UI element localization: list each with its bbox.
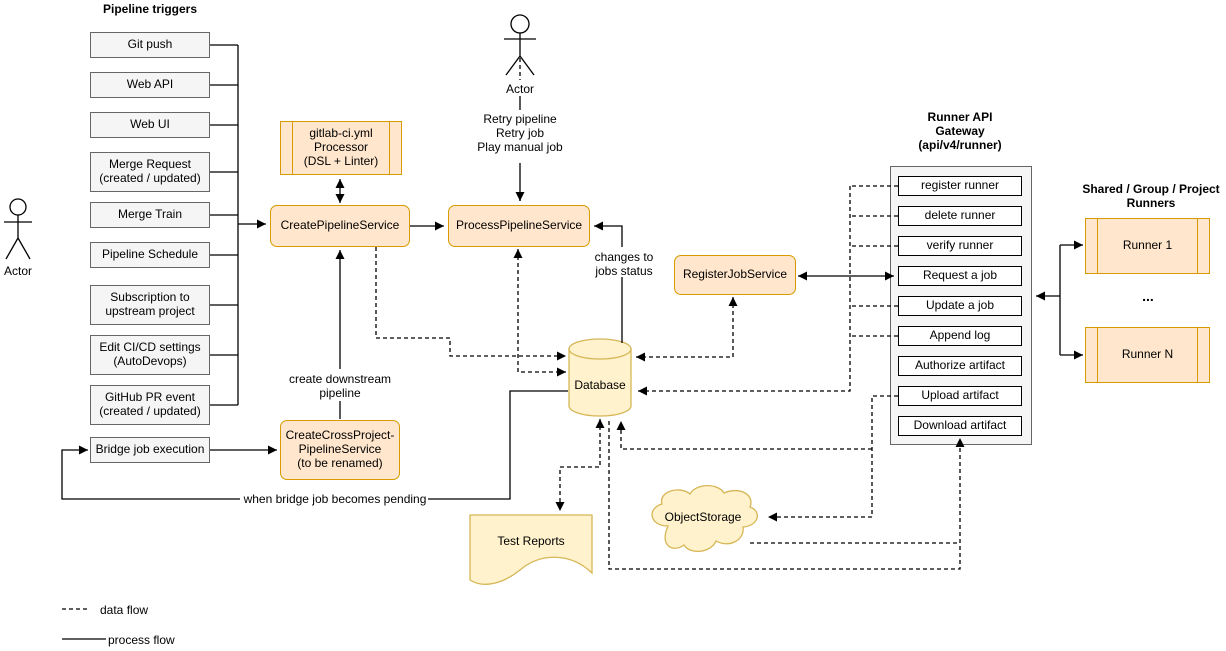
process-bar-right — [389, 122, 390, 174]
process-pipeline-service-box: ProcessPipelineService — [448, 205, 590, 247]
endpoint-delete-runner: delete runner — [898, 206, 1022, 226]
edge-label-create-downstream-pipeline: create downstream pipeline — [288, 372, 392, 401]
object-storage-label: ObjectStorage — [664, 510, 742, 524]
legend-process-flow-label: process flow — [108, 633, 175, 647]
create-pipeline-service-box: CreatePipelineService — [270, 205, 410, 247]
trigger-merge-train: Merge Train — [90, 202, 210, 228]
trigger-edit-cicd: Edit CI/CD settings (AutoDevops) — [90, 335, 210, 375]
runner-n-box: Runner N — [1085, 327, 1210, 383]
trigger-github-pr: GitHub PR event (created / updated) — [90, 385, 210, 425]
actor-left-icon — [4, 198, 32, 260]
runners-ellipsis: ... — [1142, 288, 1154, 304]
trigger-subscription: Subscription to upstream project — [90, 285, 210, 325]
actor-top-actions: Retry pipeline Retry job Play manual job — [477, 112, 563, 155]
actor-top-label: Actor — [505, 82, 534, 96]
legend-data-flow-label: data flow — [100, 603, 149, 617]
actor-top-icon — [504, 14, 536, 76]
trigger-git-push: Git push — [90, 32, 210, 58]
database-label: Database — [574, 378, 626, 392]
bridge-job-execution-box: Bridge job execution — [90, 437, 210, 463]
trigger-pipeline-schedule: Pipeline Schedule — [90, 242, 210, 268]
trigger-merge-request: Merge Request (created / updated) — [90, 152, 210, 192]
test-reports-label: Test Reports — [497, 534, 565, 548]
create-cross-project-pipeline-service-box: CreateCrossProject- PipelineService (to … — [280, 420, 400, 480]
gitlab-ci-yml-processor-box: gitlab-ci.yml Processor (DSL + Linter) — [280, 121, 402, 175]
process-bar-right — [1197, 219, 1198, 273]
edge-label-changes-to-jobs-status: changes to jobs status — [594, 250, 654, 279]
endpoint-request-a-job: Request a job — [898, 266, 1022, 286]
runner-n-label: Runner N — [1121, 347, 1174, 362]
database-shape — [568, 338, 632, 417]
gitlab-ci-yml-processor-label: gitlab-ci.yml Processor (DSL + Linter) — [303, 126, 379, 168]
trigger-web-api: Web API — [90, 72, 210, 98]
actor-left-label: Actor — [3, 264, 32, 278]
runner-api-gateway-title: Runner API Gateway (api/v4/runner) — [918, 110, 1002, 153]
edge-label-when-bridge-job-pending: when bridge job becomes pending — [243, 492, 427, 506]
endpoint-update-a-job: Update a job — [898, 296, 1022, 316]
endpoint-append-log: Append log — [898, 326, 1022, 346]
runners-title: Shared / Group / Project Runners — [1082, 182, 1220, 211]
process-bar-left — [1097, 328, 1098, 382]
register-job-service-box: RegisterJobService — [674, 255, 796, 295]
endpoint-verify-runner: verify runner — [898, 236, 1022, 256]
process-bar-left — [1097, 219, 1098, 273]
process-bar-left — [292, 122, 293, 174]
endpoint-download-artifact: Download artifact — [898, 416, 1022, 436]
runner-1-label: Runner 1 — [1122, 238, 1173, 253]
test-reports-document-shape — [469, 514, 593, 585]
endpoint-upload-artifact: Upload artifact — [898, 386, 1022, 406]
pipeline-triggers-title: Pipeline triggers — [102, 2, 198, 16]
process-bar-right — [1197, 328, 1198, 382]
runner-1-box: Runner 1 — [1085, 218, 1210, 274]
endpoint-register-runner: register runner — [898, 176, 1022, 196]
trigger-web-ui: Web UI — [90, 112, 210, 138]
endpoint-authorize-artifact: Authorize artifact — [898, 356, 1022, 376]
